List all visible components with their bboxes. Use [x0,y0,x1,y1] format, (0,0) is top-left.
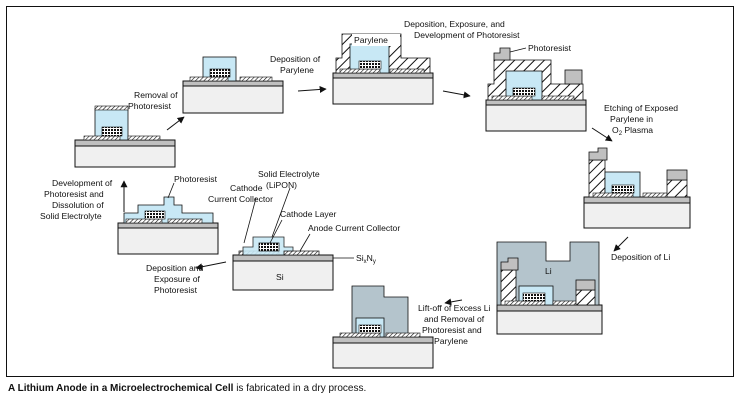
sixny-layer [232,254,334,262]
label-sixny: SixNy [356,253,376,265]
step-label-etching-parylene: Etching of Exposed Parylene in O2 Plasma [604,103,680,137]
arrow-step-5 [442,90,471,99]
step-label-deposition-exposure-development: Deposition, Exposure, and Development of… [404,19,520,40]
label-parylene: Parylene [354,35,388,45]
label-solid-electrolyte: Solid Electrolyte (LiPON) [258,169,322,190]
arrow-step-7 [613,236,629,252]
stage-initial-cell: Si Cathode Current Collector Solid Elect… [208,169,400,291]
arrow-step-3 [166,116,185,131]
label-li: Li [545,266,552,276]
step-label-liftoff: Lift-off of Excess Li and Removal of Pho… [418,303,493,346]
stage-dissolution [74,105,176,168]
stage-photoresist-removed [182,56,284,114]
label-anode-current-collector: Anode Current Collector [308,223,400,233]
arrow-step-4 [297,85,327,93]
step-label-development-dissolution: Development of Photoresist and Dissoluti… [40,178,115,221]
figure-frame [6,6,734,377]
step-label-deposition-parylene: Deposition of Parylene [270,54,323,75]
step-label-removal-photoresist: Removal of Photoresist [128,90,180,111]
anode-current-collector [283,250,320,256]
arrow-step-8 [444,298,463,306]
arrow-step-6 [591,127,613,142]
stage-li-deposited: Li [496,241,603,335]
label-photoresist-2: Photoresist [528,43,572,53]
label-photoresist-1: Photoresist [174,174,218,184]
label-cathode-layer: Cathode Layer [280,209,337,219]
stage-photoresist-patterned: Photoresist [485,43,587,132]
stage-final-cell [332,285,434,369]
stage-photoresist-deposited: Photoresist [117,174,219,255]
stage-parylene-deposited: Parylene [332,33,434,105]
arrow-step-1 [195,261,227,271]
process-arrows [120,85,629,306]
figure-caption: A Lithium Anode in a Microelectrochemica… [8,383,732,399]
caption-bold: A Lithium Anode in a Microelectrochemica… [8,383,234,394]
stage-parylene-etched [583,147,691,229]
label-cathode-current-collector: Cathode Current Collector [208,183,273,204]
step-label-deposition-exposure-photoresist: Deposition and Exposure of Photoresist [146,263,206,295]
step-label-deposition-li: Deposition of Li [611,252,670,262]
caption-rest: is fabricated in a dry process. [233,383,367,394]
label-si: Si [276,272,284,282]
